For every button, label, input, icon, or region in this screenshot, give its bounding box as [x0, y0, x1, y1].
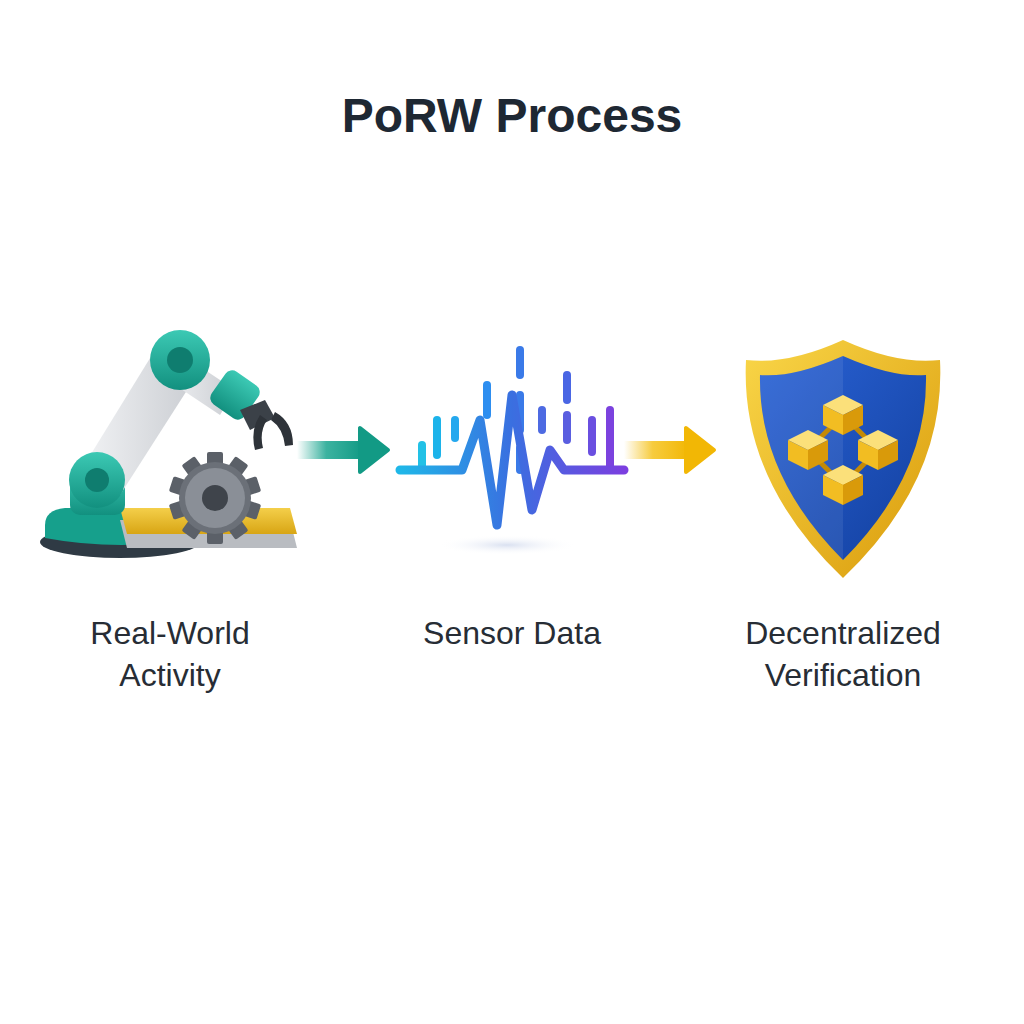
node-label: Sensor Data — [392, 612, 632, 654]
shield-blockchain-illustration — [718, 320, 968, 580]
sensor-node: Sensor Data — [392, 320, 632, 654]
verification-node: Decentralized Verification — [718, 320, 968, 696]
waveform-illustration — [392, 320, 632, 580]
flow-arrow — [624, 428, 714, 472]
node-label: Real-World Activity — [35, 612, 305, 696]
activity-node: Real-World Activity — [35, 320, 305, 696]
flow-arrow — [297, 428, 388, 472]
diagram-title: PoRW Process — [0, 88, 1024, 143]
node-label: Decentralized Verification — [718, 612, 968, 696]
robot-arm-illustration — [35, 320, 305, 580]
